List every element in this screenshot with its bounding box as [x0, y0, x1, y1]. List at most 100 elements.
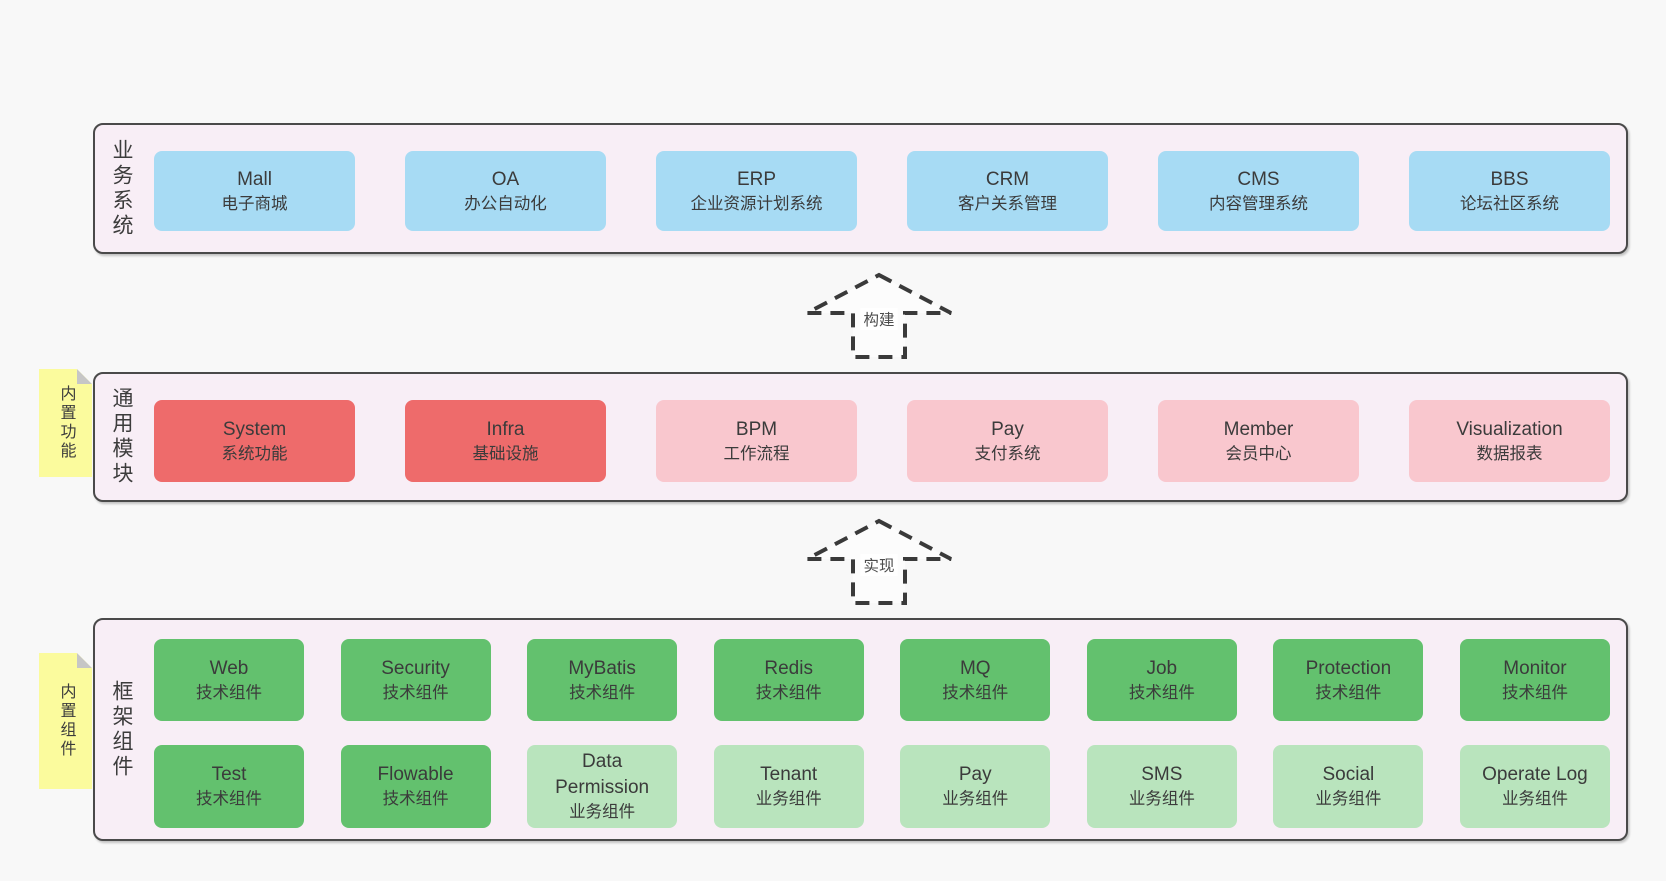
box-title: Test — [211, 764, 247, 786]
box-title: Social — [1322, 764, 1375, 786]
box-title: Mall — [237, 168, 272, 190]
box-bbs: BBS 论坛社区系统 — [1409, 151, 1610, 231]
sticky-note-: 内置组件 — [39, 653, 92, 789]
sticky-note-: 内置功能 — [39, 369, 92, 477]
box-title: BBS — [1490, 168, 1529, 190]
arrow-label: 实现 — [860, 554, 898, 576]
box-subtitle: 技术组件 — [755, 683, 822, 702]
section-label-framework-components: 框架组件 — [110, 679, 133, 780]
box-mall: Mall 电子商城 — [154, 151, 355, 231]
box-cms: CMS 内容管理系统 — [1158, 151, 1359, 231]
box-subtitle: 客户关系管理 — [958, 194, 1057, 213]
box-title: Redis — [764, 657, 813, 679]
box-social: Social 业务组件 — [1273, 745, 1424, 828]
dashed-arrow-build: 构建 — [804, 272, 954, 360]
box-bpm: BPM 工作流程 — [656, 400, 857, 482]
box-row-business-systems-0: Mall 电子商城 OA 办公自动化 ERP 企业资源计划系统 CRM 客户关系管理 CMS 内容… — [154, 151, 1610, 231]
folded-corner-icon — [77, 369, 92, 384]
box-subtitle: 企业资源计划系统 — [690, 194, 823, 213]
box-title: MQ — [959, 657, 991, 679]
box-mq: MQ 技术组件 — [900, 639, 1051, 721]
box-subtitle: 技术组件 — [1501, 683, 1568, 702]
section-label-business-systems: 业务系统 — [110, 138, 133, 239]
box-subtitle: 系统功能 — [221, 444, 288, 463]
box-subtitle: 技术组件 — [1315, 683, 1382, 702]
box-title: Web — [209, 657, 249, 679]
sticky-note-label: 内置组件 — [57, 683, 75, 759]
box-member: Member 会员中心 — [1158, 400, 1359, 482]
sticky-note-label: 内置功能 — [57, 385, 75, 461]
box-title: SMS — [1141, 764, 1183, 786]
box-title: CRM — [985, 168, 1030, 190]
box-title: OA — [491, 168, 520, 190]
box-subtitle: 数据报表 — [1476, 444, 1543, 463]
box-subtitle: 技术组件 — [382, 683, 449, 702]
box-erp: ERP 企业资源计划系统 — [656, 151, 857, 231]
box-flowable: Flowable 技术组件 — [340, 745, 491, 828]
box-title: Job — [1146, 657, 1178, 679]
box-subtitle: 业务组件 — [942, 790, 1009, 809]
box-subtitle: 基础设施 — [472, 444, 539, 463]
box-title: CMS — [1237, 168, 1280, 190]
dashed-arrow-implement: 实现 — [804, 518, 954, 606]
box-subtitle: 电子商城 — [221, 194, 288, 213]
box-monitor: Monitor 技术组件 — [1459, 639, 1610, 721]
box-oa: OA 办公自动化 — [405, 151, 606, 231]
box-title: Monitor — [1503, 657, 1567, 679]
box-protection: Protection 技术组件 — [1273, 639, 1424, 721]
box-title: Visualization — [1456, 418, 1563, 440]
box-subtitle: 技术组件 — [1128, 683, 1195, 702]
box-subtitle: 技术组件 — [196, 790, 262, 809]
section-label-common-modules: 通用模块 — [110, 387, 133, 487]
box-title: ERP — [736, 168, 777, 190]
box-subtitle: 技术组件 — [196, 683, 262, 702]
box-sms: SMS 业务组件 — [1086, 745, 1237, 828]
box-title: Pay — [991, 418, 1024, 440]
box-title: Operate Log — [1482, 764, 1588, 786]
box-operate-log: Operate Log 业务组件 — [1459, 745, 1610, 828]
box-system: System 系统功能 — [154, 400, 355, 482]
box-title: Tenant — [760, 764, 818, 786]
box-subtitle: 技术组件 — [569, 683, 636, 702]
box-title: Protection — [1305, 657, 1392, 679]
box-redis: Redis 技术组件 — [713, 639, 864, 721]
box-title: Pay — [958, 764, 992, 786]
box-title: BPM — [735, 418, 778, 440]
box-subtitle: 办公自动化 — [464, 194, 547, 213]
arrow-label: 构建 — [860, 308, 898, 330]
box-subtitle: 业务组件 — [1501, 790, 1568, 809]
box-subtitle: 业务组件 — [1128, 790, 1195, 809]
box-crm: CRM 客户关系管理 — [907, 151, 1108, 231]
box-subtitle: 技术组件 — [382, 790, 449, 809]
box-title: Flowable — [377, 764, 454, 786]
box-subtitle: 内容管理系统 — [1209, 194, 1308, 213]
box-subtitle: 论坛社区系统 — [1460, 194, 1559, 213]
box-subtitle: 技术组件 — [942, 683, 1009, 702]
box-visualization: Visualization 数据报表 — [1409, 400, 1610, 482]
box-subtitle: 业务组件 — [1315, 790, 1382, 809]
box-subtitle: 会员中心 — [1225, 444, 1292, 463]
box-job: Job 技术组件 — [1086, 639, 1237, 721]
box-subtitle: 业务组件 — [569, 803, 636, 822]
box-pay: Pay 业务组件 — [900, 745, 1051, 828]
box-test: Test 技术组件 — [154, 745, 304, 828]
box-security: Security 技术组件 — [340, 639, 491, 721]
box-title: Security — [381, 657, 450, 679]
box-title: Member — [1223, 418, 1294, 440]
box-title: System — [222, 418, 287, 440]
box-tenant: Tenant 业务组件 — [713, 745, 864, 828]
box-subtitle: 业务组件 — [755, 790, 822, 809]
folded-corner-icon — [77, 653, 92, 668]
box-subtitle: 工作流程 — [723, 444, 790, 463]
